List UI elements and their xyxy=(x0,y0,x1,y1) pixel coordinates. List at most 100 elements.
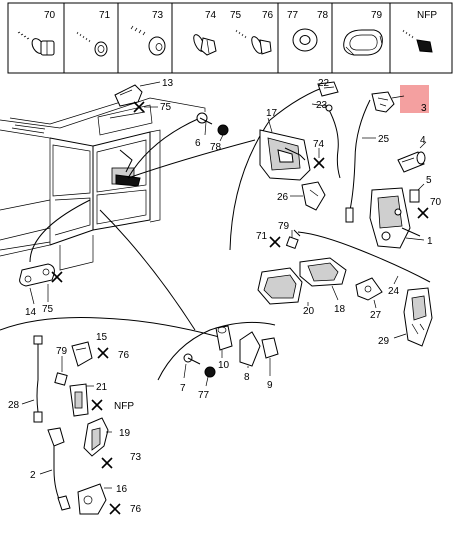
part-23-rod xyxy=(325,104,341,179)
part-10-bushing xyxy=(215,325,233,351)
callout-77: 77 xyxy=(198,390,210,401)
callout-19: 19 xyxy=(119,428,131,439)
part-77-washer xyxy=(204,366,216,378)
part-24-rod xyxy=(293,229,431,283)
callout-17: 17 xyxy=(266,108,278,119)
detail-frame-right xyxy=(229,84,331,251)
cross-70 xyxy=(417,207,429,219)
bolt-washer-icon xyxy=(178,30,217,56)
callout-14: 14 xyxy=(25,307,37,318)
part-18-handle xyxy=(299,257,347,287)
flat-washer-icon xyxy=(292,28,318,52)
callout-29: 29 xyxy=(378,336,390,347)
callout-6: 6 xyxy=(195,138,201,149)
part-15-guide xyxy=(71,341,93,367)
legend-label-73: 73 xyxy=(152,10,164,21)
leader-curve-left xyxy=(29,199,91,263)
cross-76-upper xyxy=(97,347,109,359)
callout-7: 7 xyxy=(180,383,186,394)
part-9-pad xyxy=(261,337,279,359)
callout-75-top: 75 xyxy=(160,102,172,113)
callout-24: 24 xyxy=(388,286,400,297)
fastener-legend: 70 71 73 74 75 76 77 78 79 NFP xyxy=(7,2,453,74)
legend-label-70: 70 xyxy=(44,10,56,21)
highlight-part-3 xyxy=(400,85,429,113)
part-28-rod xyxy=(33,335,43,423)
callout-21: 21 xyxy=(96,382,108,393)
callout-3: 3 xyxy=(421,103,427,114)
callout-26: 26 xyxy=(277,192,289,203)
callout-22: 22 xyxy=(318,78,330,89)
callout-73: 73 xyxy=(130,452,142,463)
part-21-guide xyxy=(69,383,89,417)
screw-washer-icon xyxy=(231,29,272,55)
callout-4: 4 xyxy=(420,135,426,146)
van-rear-view xyxy=(0,95,206,271)
part-4-cylinder xyxy=(397,151,426,173)
detail-frame-bottom xyxy=(0,317,231,341)
callout-1: 1 xyxy=(427,236,433,247)
leader-curve-upper xyxy=(127,117,201,179)
leader-curve-right xyxy=(127,139,256,179)
callout-2: 2 xyxy=(30,470,36,481)
legend-label-71: 71 xyxy=(99,10,111,21)
callout-25: 25 xyxy=(378,134,390,145)
part-26-lever xyxy=(301,181,326,211)
legend-label-78: 78 xyxy=(317,10,329,21)
part-19-bracket xyxy=(83,417,109,457)
bolt-socket-icon xyxy=(124,25,166,56)
part-7-screw xyxy=(183,353,201,365)
callout-75-left: 75 xyxy=(42,304,54,315)
screw-tapping-icon xyxy=(72,31,108,57)
part-79-clip-left xyxy=(54,372,68,386)
part-8-pad xyxy=(239,331,261,367)
part-29-latch xyxy=(403,287,433,347)
part-3-clip xyxy=(371,91,405,113)
part-1-lock xyxy=(369,187,421,249)
part-20-escutcheon xyxy=(257,267,303,305)
callout-15: 15 xyxy=(96,332,108,343)
legend-label-nfp: NFP xyxy=(417,10,437,21)
callout-28: 28 xyxy=(8,400,20,411)
detail-frame-small xyxy=(157,321,276,381)
cross-71 xyxy=(269,236,281,248)
part-16-guide xyxy=(77,483,107,515)
cross-nfp xyxy=(91,399,103,411)
callout-16: 16 xyxy=(116,484,128,495)
legend-label-79: 79 xyxy=(371,10,383,21)
part-2-rod xyxy=(47,427,71,511)
callout-23: 23 xyxy=(316,100,328,111)
legend-label-76: 76 xyxy=(262,10,274,21)
part-79-clip-right xyxy=(285,236,299,250)
callout-labels: 13 75 6 78 14 75 17 22 23 74 25 3 4 5 70… xyxy=(8,78,442,515)
leader-curve-down xyxy=(99,209,196,331)
screw-pointed-icon xyxy=(398,29,433,53)
callout-27: 27 xyxy=(370,310,382,321)
callout-13: 13 xyxy=(162,78,174,89)
part-6-screw xyxy=(196,112,213,125)
legend-label-77: 77 xyxy=(287,10,299,21)
callout-8: 8 xyxy=(244,372,250,383)
part-13-hinge-bracket xyxy=(114,81,161,107)
callout-9: 9 xyxy=(267,380,273,391)
part-14-bracket xyxy=(19,263,55,287)
part-22-clip xyxy=(317,81,339,97)
cross-76-lower xyxy=(109,503,121,515)
legend-label-74: 74 xyxy=(205,10,217,21)
callout-76-upper: 76 xyxy=(118,350,130,361)
callout-18: 18 xyxy=(334,304,346,315)
cross-75-top xyxy=(133,101,145,113)
callout-71: 71 xyxy=(256,231,268,242)
cross-75-left xyxy=(51,271,63,283)
legend-frame xyxy=(7,2,453,74)
callout-20: 20 xyxy=(303,306,315,317)
part-5-clip xyxy=(409,189,420,203)
cross-74 xyxy=(313,157,325,169)
cross-73 xyxy=(101,457,113,469)
part-17-handle xyxy=(259,129,311,181)
part-27-bracket xyxy=(355,277,383,301)
callout-79-left: 79 xyxy=(56,346,68,357)
legend-label-75: 75 xyxy=(230,10,242,21)
callout-70: 70 xyxy=(430,197,442,208)
